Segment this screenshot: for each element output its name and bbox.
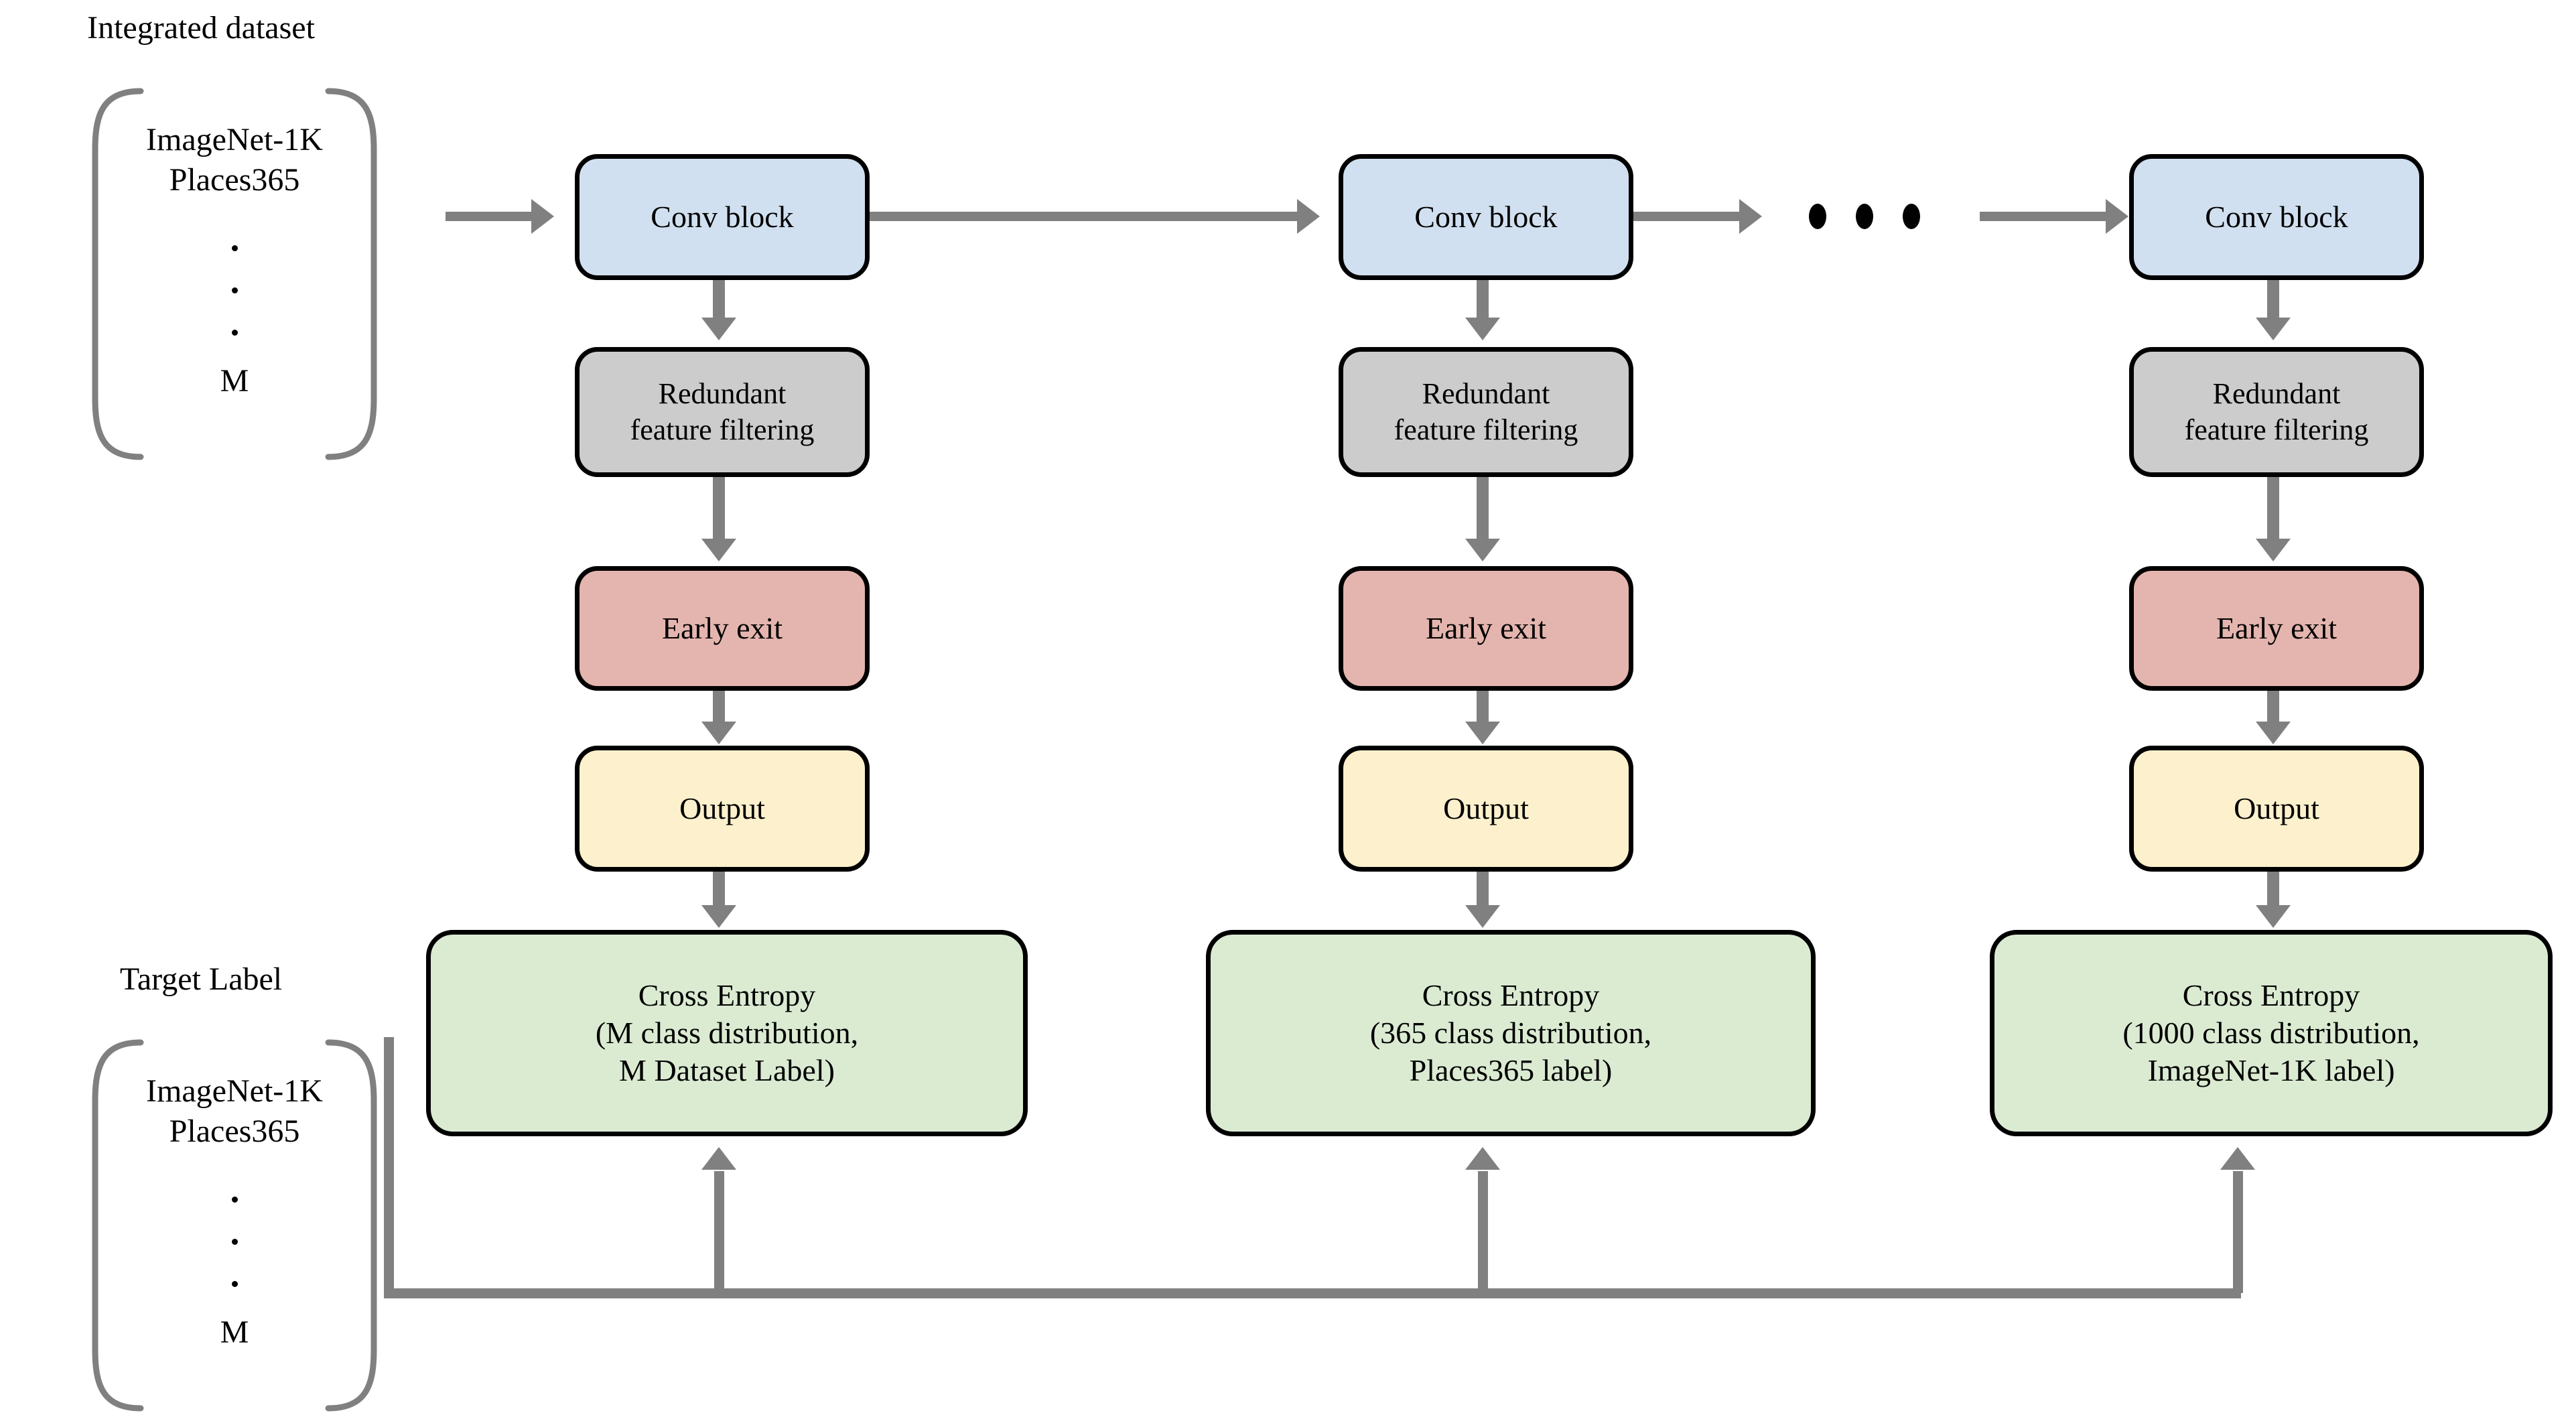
stage-1-output-to-loss-head bbox=[701, 905, 736, 928]
ellipsis-to-convn-shaft bbox=[1980, 212, 2107, 221]
stage-1-conv-block[interactable]: Conv block bbox=[575, 154, 870, 280]
conv1-to-conv2-shaft bbox=[870, 212, 1298, 221]
target-label-bus-horizontal bbox=[384, 1288, 2241, 1298]
stage-2-loss-line-3: Places365 label) bbox=[1409, 1053, 1613, 1088]
stage-1-loss-line-2: (M class distribution, bbox=[595, 1015, 859, 1050]
integrated-dataset-bracket: ImageNet-1K Places365 M bbox=[67, 86, 402, 462]
stage-2-output-to-loss-head bbox=[1465, 905, 1500, 928]
stage-n-filter-line-1: Redundant bbox=[2212, 377, 2341, 411]
bus-to-stage-2-loss-head bbox=[1465, 1147, 1500, 1170]
stage-2-loss-line-1: Cross Entropy bbox=[1422, 977, 1600, 1012]
ellipsis-to-convn-head bbox=[2106, 199, 2128, 234]
stage-2-loss-label: Cross Entropy (365 class distribution, P… bbox=[1357, 977, 1665, 1089]
stage-2-conv-to-filter-shaft bbox=[1477, 280, 1489, 322]
target-label-bus-riser-left bbox=[384, 1037, 394, 1298]
stage-2-output[interactable]: Output bbox=[1339, 746, 1633, 872]
stage-n-exit-label: Early exit bbox=[2216, 610, 2337, 645]
stage-n-conv-to-filter-shaft bbox=[2267, 280, 2279, 322]
stage-1-output-to-loss-shaft bbox=[713, 872, 725, 909]
stage-n-filter-label: Redundant feature filtering bbox=[2171, 376, 2382, 448]
stage-1-conv-to-filter-shaft bbox=[713, 280, 725, 322]
stage-n-exit-to-output-shaft bbox=[2267, 691, 2279, 726]
stage-1-filter-line-1: Redundant bbox=[658, 377, 787, 411]
stage-n-loss-label: Cross Entropy (1000 class distribution, … bbox=[2109, 977, 2433, 1089]
stage-2-exit-to-output-shaft bbox=[1477, 691, 1489, 726]
dataset-line-2: Places365 bbox=[169, 162, 300, 198]
stage-n-loss-line-1: Cross Entropy bbox=[2182, 977, 2360, 1012]
stage-1-exit-label: Early exit bbox=[661, 610, 783, 645]
stage-n-output[interactable]: Output bbox=[2129, 746, 2424, 872]
bus-to-stage-1-loss-shaft bbox=[714, 1171, 724, 1293]
stage-n-filter-line-2: feature filtering bbox=[2184, 413, 2369, 446]
stage-1-conv-label: Conv block bbox=[651, 199, 794, 234]
conv1-to-conv2-head bbox=[1297, 199, 1320, 234]
stage-n-loss-line-3: ImageNet-1K label) bbox=[2147, 1053, 2395, 1088]
stage-2-exit-label: Early exit bbox=[1425, 610, 1547, 645]
target-line-2: Places365 bbox=[169, 1113, 300, 1149]
stage-n-output-to-loss-shaft bbox=[2267, 872, 2279, 909]
stage-2-filter-line-1: Redundant bbox=[1422, 377, 1550, 411]
target-vertical-dots bbox=[67, 1197, 402, 1323]
stage-2-early-exit[interactable]: Early exit bbox=[1339, 566, 1633, 691]
stage-1-redundant-feature-filtering[interactable]: Redundant feature filtering bbox=[575, 347, 870, 477]
stage-1-early-exit[interactable]: Early exit bbox=[575, 566, 870, 691]
dataset-line-3: M bbox=[220, 363, 249, 399]
bus-to-stage-n-loss-head bbox=[2220, 1147, 2255, 1170]
stage-n-output-to-loss-head bbox=[2256, 905, 2291, 928]
stage-2-filter-line-2: feature filtering bbox=[1394, 413, 1578, 446]
stage-n-exit-to-output-head bbox=[2256, 722, 2291, 744]
target-label-caption: Target Label bbox=[119, 961, 283, 997]
stage-2-loss-line-2: (365 class distribution, bbox=[1369, 1015, 1652, 1050]
dataset-line-1: ImageNet-1K bbox=[146, 122, 323, 157]
target-line-3: M bbox=[220, 1314, 249, 1350]
integrated-dataset-caption: Integrated dataset bbox=[87, 10, 315, 46]
stage-2-filter-label: Redundant feature filtering bbox=[1381, 376, 1592, 448]
stage-1-filter-to-exit-shaft bbox=[713, 477, 725, 543]
stage-2-exit-to-output-head bbox=[1465, 722, 1500, 744]
stage-1-exit-to-output-head bbox=[701, 722, 736, 744]
input-arrow-shaft bbox=[446, 212, 533, 221]
dataset-vertical-dots bbox=[67, 245, 402, 372]
stage-n-redundant-feature-filtering[interactable]: Redundant feature filtering bbox=[2129, 347, 2424, 477]
stage-n-output-label: Output bbox=[2234, 791, 2319, 825]
stage-2-output-to-loss-shaft bbox=[1477, 872, 1489, 909]
stage-2-redundant-feature-filtering[interactable]: Redundant feature filtering bbox=[1339, 347, 1633, 477]
stage-1-filter-line-2: feature filtering bbox=[630, 413, 815, 446]
stage-n-cross-entropy[interactable]: Cross Entropy (1000 class distribution, … bbox=[1990, 930, 2553, 1136]
stage-2-cross-entropy[interactable]: Cross Entropy (365 class distribution, P… bbox=[1206, 930, 1816, 1136]
stage-1-loss-line-3: M Dataset Label) bbox=[619, 1053, 835, 1088]
stage-2-output-label: Output bbox=[1443, 791, 1529, 825]
bus-to-stage-1-loss-head bbox=[701, 1147, 736, 1170]
stage-n-conv-block[interactable]: Conv block bbox=[2129, 154, 2424, 280]
input-arrow-head bbox=[531, 199, 554, 234]
stage-2-filter-to-exit-shaft bbox=[1477, 477, 1489, 543]
conv2-to-ellipsis-head bbox=[1739, 199, 1762, 234]
stage-n-conv-label: Conv block bbox=[2205, 199, 2348, 234]
bus-to-stage-2-loss-shaft bbox=[1478, 1171, 1488, 1293]
stage-1-loss-label: Cross Entropy (M class distribution, M D… bbox=[582, 977, 872, 1089]
stage-2-conv-block[interactable]: Conv block bbox=[1339, 154, 1633, 280]
stage-1-output[interactable]: Output bbox=[575, 746, 870, 872]
stage-1-exit-to-output-shaft bbox=[713, 691, 725, 726]
conv2-to-ellipsis-shaft bbox=[1633, 212, 1741, 221]
stage-1-filter-label: Redundant feature filtering bbox=[617, 376, 828, 448]
stage-2-conv-to-filter-head bbox=[1465, 318, 1500, 340]
stage-1-loss-line-1: Cross Entropy bbox=[638, 977, 816, 1012]
stage-1-output-label: Output bbox=[679, 791, 765, 825]
stage-1-filter-to-exit-head bbox=[701, 539, 736, 561]
bus-to-stage-n-loss-shaft bbox=[2233, 1171, 2243, 1293]
stage-n-filter-to-exit-head bbox=[2256, 539, 2291, 561]
stage-2-filter-to-exit-head bbox=[1465, 539, 1500, 561]
stage-n-conv-to-filter-head bbox=[2256, 318, 2291, 340]
stage-1-cross-entropy[interactable]: Cross Entropy (M class distribution, M D… bbox=[426, 930, 1028, 1136]
stage-1-conv-to-filter-head bbox=[701, 318, 736, 340]
stage-2-conv-label: Conv block bbox=[1414, 199, 1558, 234]
target-line-1: ImageNet-1K bbox=[146, 1073, 323, 1109]
stage-ellipsis-dots bbox=[1809, 204, 1920, 229]
stage-n-early-exit[interactable]: Early exit bbox=[2129, 566, 2424, 691]
stage-n-filter-to-exit-shaft bbox=[2267, 477, 2279, 543]
stage-n-loss-line-2: (1000 class distribution, bbox=[2122, 1015, 2420, 1050]
target-label-bracket: ImageNet-1K Places365 M bbox=[67, 1037, 402, 1414]
